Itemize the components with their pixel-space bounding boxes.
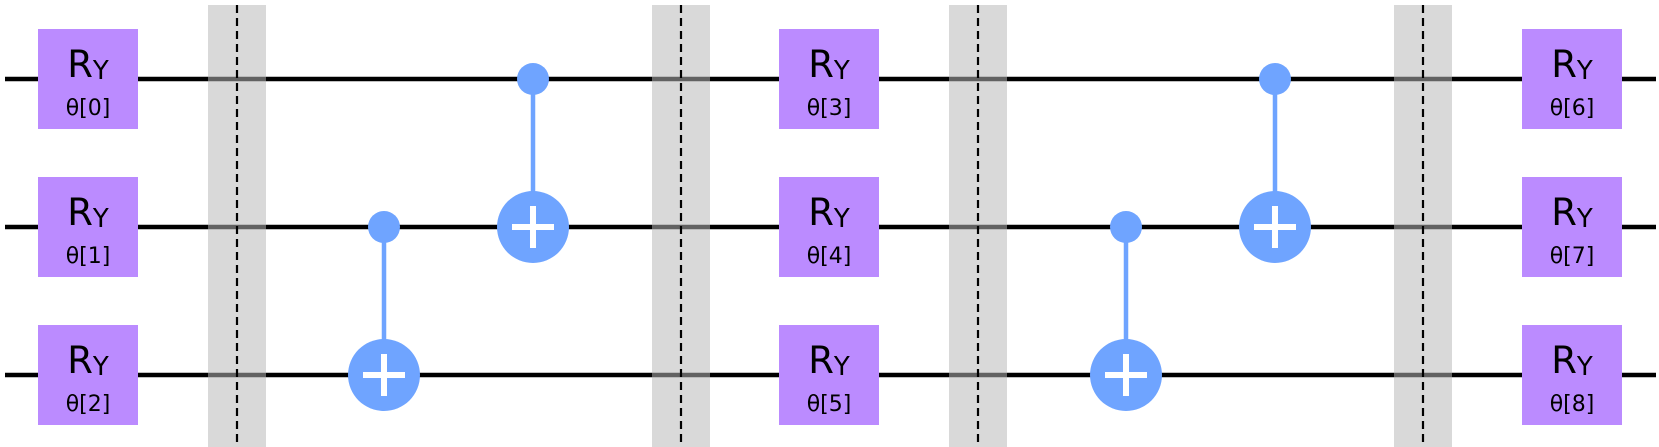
gate-symbol: R (808, 339, 834, 382)
ry-gate: RYθ[3] (779, 29, 879, 129)
ry-gate-param: θ[0] (66, 96, 111, 121)
gate-symbol: R (67, 191, 93, 234)
ry-gate: RYθ[5] (779, 325, 879, 425)
gate-subscript: Y (1576, 352, 1593, 382)
ry-gate: RYθ[6] (1522, 29, 1622, 129)
ry-gate-box (38, 177, 138, 277)
ry-gate-box (779, 325, 879, 425)
gate-subscript: Y (833, 56, 850, 86)
barrier-dashes (208, 5, 1452, 447)
ry-gate-param: θ[3] (807, 96, 852, 121)
ry-gate: RYθ[8] (1522, 325, 1622, 425)
gate-subscript: Y (833, 204, 850, 234)
barrier-wire-overlay (652, 76, 710, 82)
ry-gate: RYθ[4] (779, 177, 879, 277)
ry-gate-param: θ[8] (1550, 392, 1595, 417)
gate-symbol: R (1551, 339, 1577, 382)
ry-gate-box (1522, 177, 1622, 277)
gate-symbol: R (808, 43, 834, 86)
cnot-control-dot (1110, 211, 1142, 243)
ry-gate-param: θ[6] (1550, 96, 1595, 121)
gate-subscript: Y (92, 352, 109, 382)
cnot-gate (348, 211, 420, 411)
cnot-control-dot (1259, 63, 1291, 95)
ry-gate: RYθ[0] (38, 29, 138, 129)
gate-subscript: Y (1576, 56, 1593, 86)
ry-gate-box (1522, 325, 1622, 425)
gate-subscript: Y (92, 204, 109, 234)
ry-gate-box (779, 177, 879, 277)
barrier-wire-overlay (208, 76, 266, 82)
barrier-wire-overlay (1394, 76, 1452, 82)
ry-gate-label: RY (1551, 43, 1593, 86)
ry-gate: RYθ[2] (38, 325, 138, 425)
ry-gate-box (1522, 29, 1622, 129)
ry-gate-param: θ[4] (807, 244, 852, 269)
ry-gate-label: RY (67, 43, 109, 86)
ry-gate-box (38, 29, 138, 129)
cnot-control-dot (368, 211, 400, 243)
gate-symbol: R (1551, 191, 1577, 234)
ry-gate-label: RY (808, 43, 850, 86)
ry-gate-label: RY (67, 191, 109, 234)
gate-symbol: R (1551, 43, 1577, 86)
ry-gate-label: RY (808, 191, 850, 234)
gate-subscript: Y (1576, 204, 1593, 234)
ry-gate-label: RY (808, 339, 850, 382)
ry-gate-param: θ[1] (66, 244, 111, 269)
barrier-wire-overlay (949, 76, 1007, 82)
gate-layer: RYθ[0]RYθ[1]RYθ[2]RYθ[3]RYθ[4]RYθ[5]RYθ[… (38, 29, 1622, 425)
cnot-control-dot (517, 63, 549, 95)
ry-gate-param: θ[5] (807, 392, 852, 417)
gate-symbol: R (67, 339, 93, 382)
cnot-gate (1090, 211, 1162, 411)
ry-gate-label: RY (1551, 339, 1593, 382)
cnot-gate (497, 63, 569, 263)
gate-subscript: Y (92, 56, 109, 86)
ry-gate-box (779, 29, 879, 129)
gate-symbol: R (67, 43, 93, 86)
ry-gate: RYθ[7] (1522, 177, 1622, 277)
ry-gate-label: RY (1551, 191, 1593, 234)
ry-gate: RYθ[1] (38, 177, 138, 277)
ry-gate-param: θ[2] (66, 392, 111, 417)
gate-subscript: Y (833, 352, 850, 382)
gate-symbol: R (808, 191, 834, 234)
ry-gate-label: RY (67, 339, 109, 382)
cnot-gate (1239, 63, 1311, 263)
ry-gate-param: θ[7] (1550, 244, 1595, 269)
ry-gate-box (38, 325, 138, 425)
